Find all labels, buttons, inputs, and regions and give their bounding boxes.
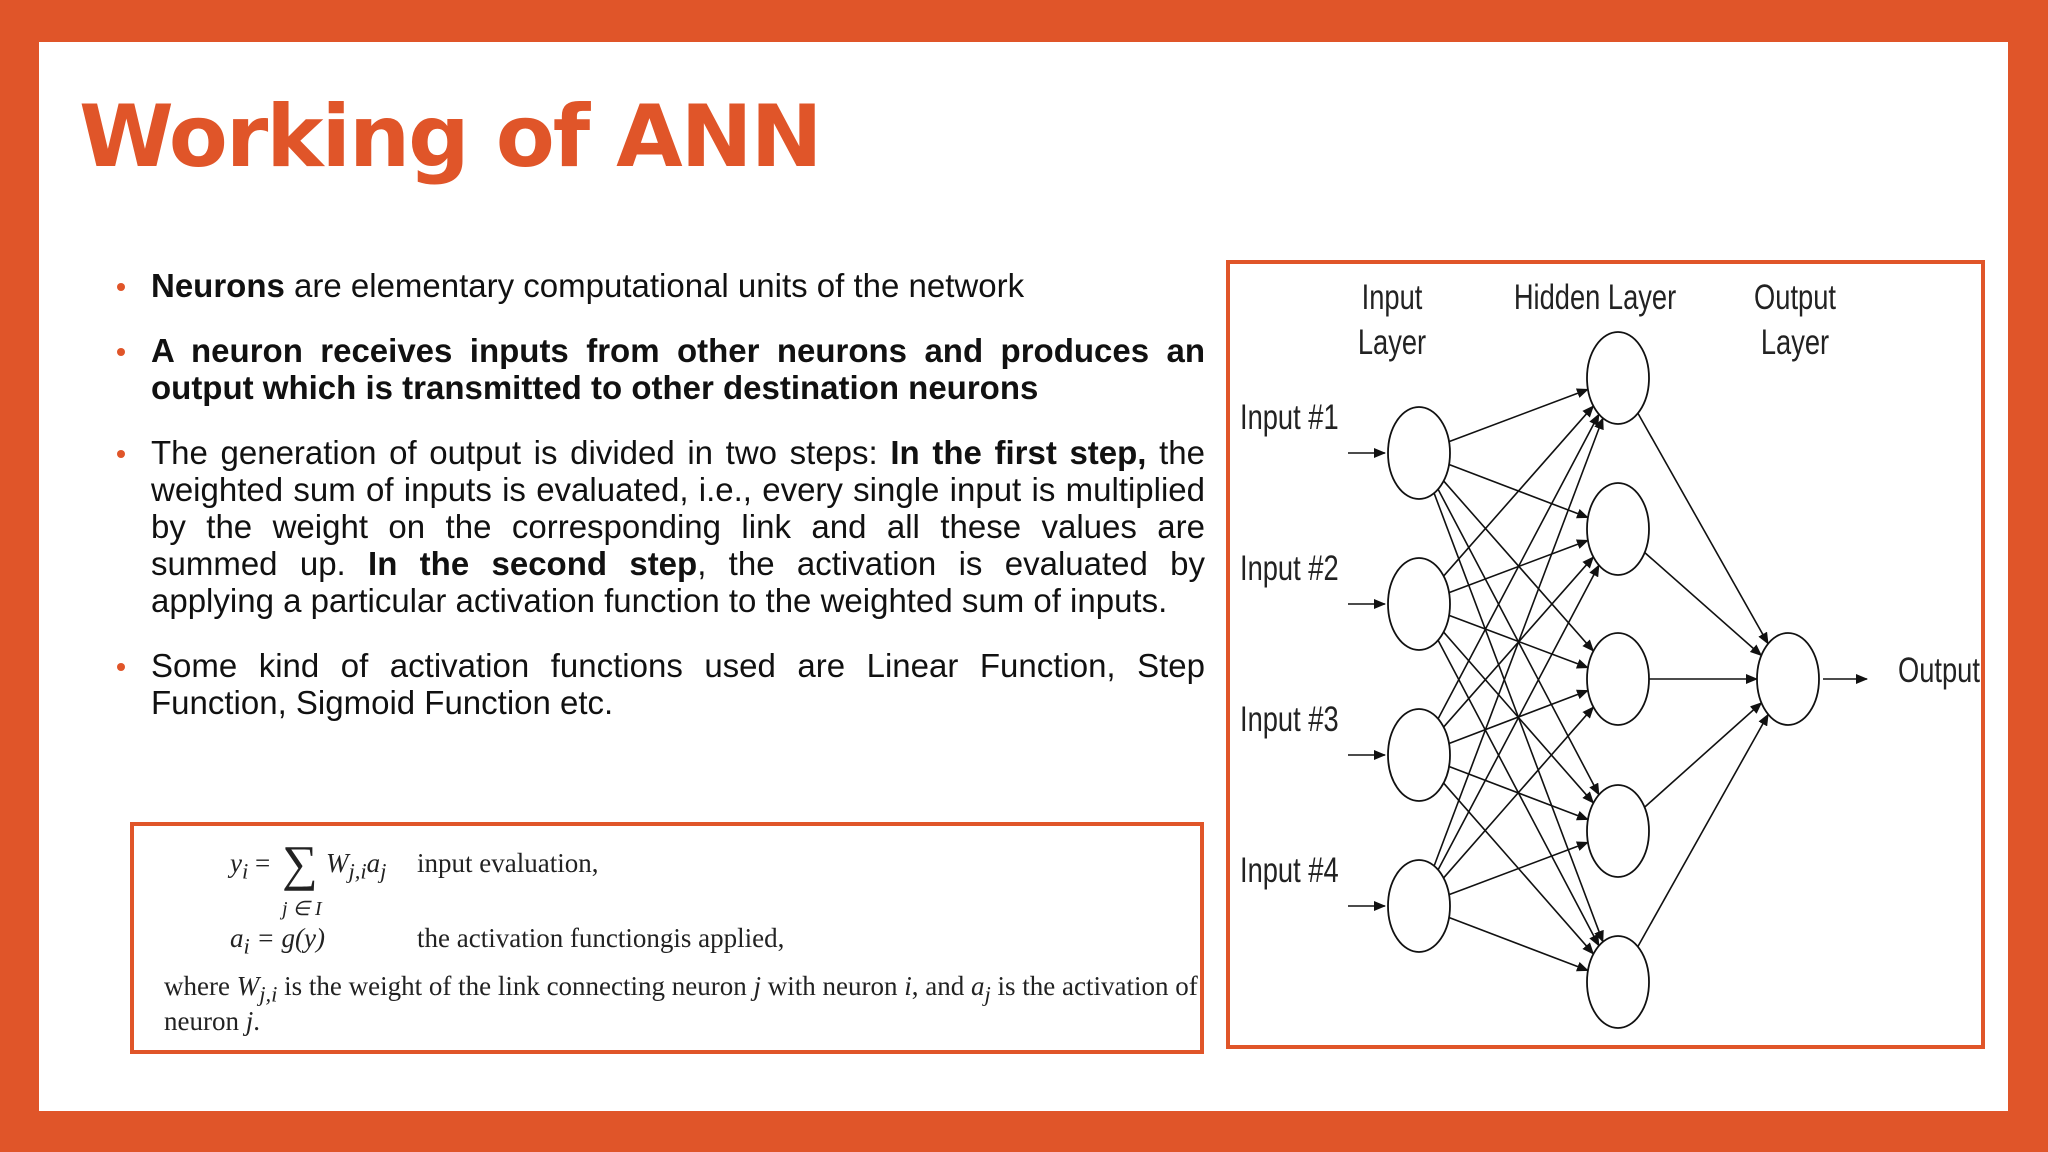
edge-hidden5-output — [1637, 713, 1769, 948]
bullet-text: are elementary computational units of th… — [284, 267, 1025, 304]
hidden-neuron-5 — [1586, 935, 1650, 1029]
hidden-neuron-2 — [1586, 482, 1650, 576]
math-subscript: j — [380, 858, 387, 884]
bullet-bold-text: In the second step — [368, 545, 698, 582]
equation-description: the activation functiongis applied, — [417, 923, 785, 953]
bullet-item: Neurons are elementary computational uni… — [117, 267, 1205, 304]
output-neuron — [1756, 632, 1820, 726]
note-text: neuron — [164, 1006, 246, 1036]
edge-hidden1-output — [1637, 412, 1769, 645]
note-text: with neuron — [761, 971, 905, 1001]
edge-hidden4-output — [1644, 702, 1763, 808]
math-expression: = g(y) — [256, 923, 325, 953]
header-input-line2: Layer — [1358, 323, 1426, 362]
formula-note-line-2: neuron j. — [164, 1006, 260, 1037]
math-symbol: a — [971, 971, 985, 1001]
edge-input4-hidden1 — [1433, 417, 1604, 867]
edge-input4-hidden5 — [1448, 916, 1589, 972]
edge-input4-hidden3 — [1442, 706, 1595, 879]
math-symbol: j — [753, 971, 762, 1001]
header-hidden: Hidden Layer — [1514, 278, 1676, 317]
output-label: Output — [1898, 651, 1980, 690]
slide-title: Working of ANN — [79, 87, 823, 187]
math-symbol: y — [230, 848, 242, 878]
math-symbol: i — [904, 971, 912, 1001]
note-text: where — [164, 971, 237, 1001]
input-neuron-3 — [1387, 708, 1451, 802]
sigma-symbol: ∑ — [282, 835, 318, 891]
bullet-item: Some kind of activation functions used a… — [117, 647, 1205, 721]
neural-network-diagram: Input Layer Hidden Layer Output Layer In… — [1226, 260, 1985, 1049]
bullet-bold-text: A neuron receives inputs from other neur… — [151, 332, 1205, 406]
hidden-neuron-4 — [1586, 784, 1650, 878]
math-subscript: i — [243, 933, 250, 959]
hidden-neuron-3 — [1586, 632, 1650, 726]
equation-input-evaluation: yi = — [230, 848, 270, 884]
bullet-text: Some kind of activation functions used a… — [151, 647, 1205, 721]
input-neuron-2 — [1387, 557, 1451, 651]
edge-hidden2-output — [1644, 551, 1763, 657]
math-equals: = — [255, 848, 271, 878]
input-label-2: Input #2 — [1240, 549, 1339, 588]
equation-term: Wj,iaj — [326, 848, 386, 884]
edge-input3-hidden1 — [1437, 413, 1600, 720]
bullet-list: Neurons are elementary computational uni… — [117, 267, 1205, 749]
sum-operator: ∑ j ∈ I — [282, 835, 332, 920]
math-subscript: i — [241, 858, 249, 884]
header-output-line1: Output — [1754, 278, 1836, 317]
input-neuron-4 — [1387, 859, 1451, 953]
edge-input4-hidden4 — [1448, 841, 1589, 896]
math-symbol: W — [236, 971, 260, 1001]
bullet-text: the weighted sum of inputs is evaluated,… — [151, 434, 1205, 582]
bullet-bold-text: In the first step, — [890, 434, 1147, 471]
math-symbol: j — [245, 1006, 254, 1036]
bullet-item: A neuron receives inputs from other neur… — [117, 332, 1205, 406]
input-label-3: Input #3 — [1240, 700, 1339, 739]
formula-note-line-1: where Wj,i is the weight of the link con… — [164, 971, 1198, 1007]
slide: Working of ANN Neurons are elementary co… — [39, 42, 2008, 1111]
sum-index: j ∈ I — [282, 898, 322, 920]
header-input-line1: Input — [1362, 278, 1423, 317]
math-symbol: W — [326, 848, 349, 878]
note-text: . — [253, 1006, 260, 1036]
edge-input2-hidden1 — [1443, 405, 1595, 577]
math-symbol: a — [366, 848, 381, 878]
hidden-neuron-1 — [1586, 331, 1650, 425]
header-output-line2: Layer — [1761, 323, 1829, 362]
math-subscript: j — [984, 981, 991, 1007]
input-label-4: Input #4 — [1240, 851, 1339, 890]
equation-activation: ai = g(y) — [230, 923, 325, 959]
math-subscript: j,i — [259, 981, 278, 1007]
equation-description: input evaluation, — [417, 848, 599, 878]
neuron-nodes — [1387, 331, 1820, 1029]
math-symbol: a — [230, 923, 244, 953]
math-subscript: j,i — [348, 858, 367, 884]
bullet-text: The generation of output is divided in t… — [151, 434, 891, 471]
network-svg: Input Layer Hidden Layer Output Layer In… — [1240, 278, 1980, 1029]
connection-lines — [1348, 388, 1868, 972]
bullet-text: , the activation is evaluated by applyin… — [151, 545, 1206, 619]
input-neuron-1 — [1387, 406, 1451, 500]
note-text: is the weight of the link connecting neu… — [277, 971, 754, 1001]
note-text: is the activation of — [990, 971, 1198, 1001]
edge-input4-hidden2 — [1437, 564, 1600, 871]
edge-input1-hidden1 — [1448, 388, 1589, 443]
bullet-item: The generation of output is divided in t… — [117, 434, 1205, 619]
note-text: , and — [911, 971, 971, 1001]
input-label-1: Input #1 — [1240, 398, 1339, 437]
formula-box: yi = ∑ j ∈ I Wj,iaj input evaluation, ai… — [130, 822, 1204, 1054]
bullet-bold-text: Neurons — [151, 267, 285, 304]
